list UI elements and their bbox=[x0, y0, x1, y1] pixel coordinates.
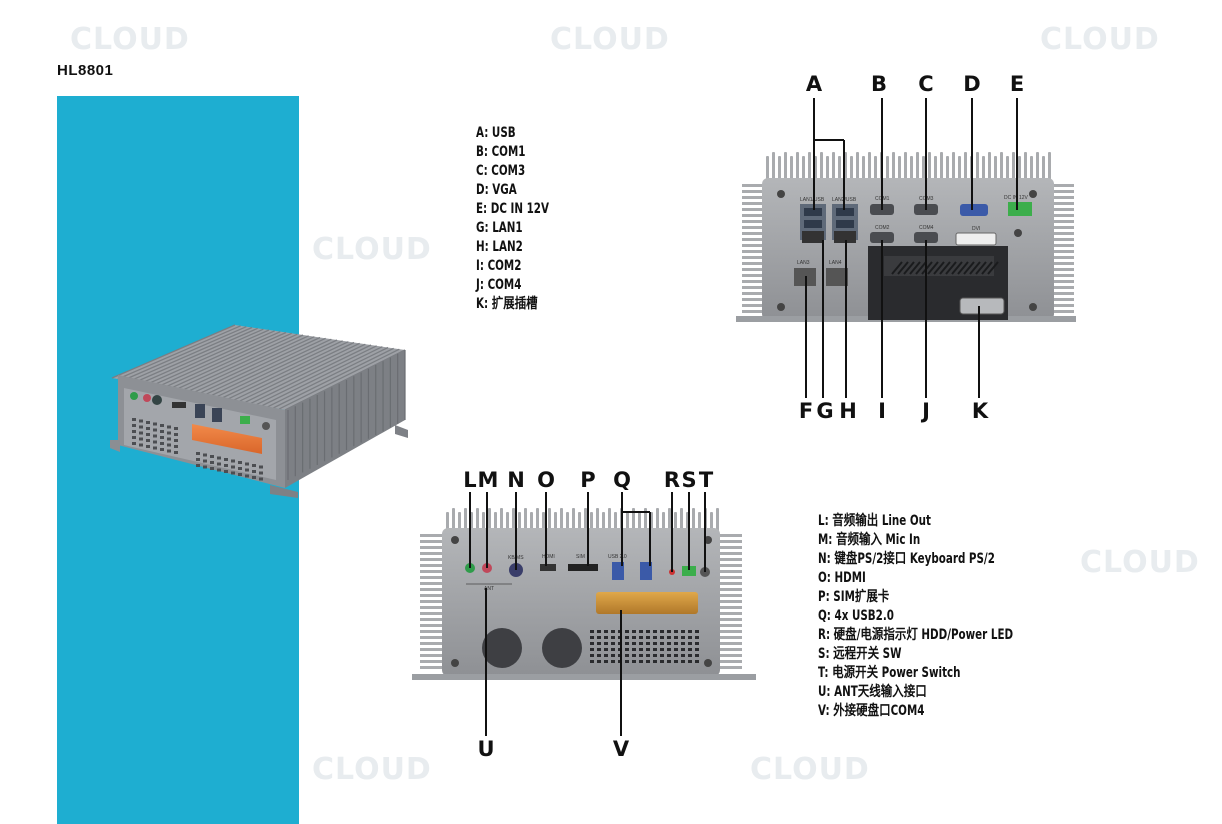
label-usb: USB 2.0 bbox=[608, 554, 627, 560]
legend-item: O: HDMI bbox=[818, 570, 866, 586]
letter-q: Q bbox=[613, 468, 631, 492]
legend-item: G: LAN1 bbox=[476, 220, 523, 236]
letter-t: T bbox=[699, 468, 714, 492]
legend-item: S: 远程开关 SW bbox=[818, 646, 902, 662]
letter-r: R bbox=[664, 468, 680, 492]
letter-e: E bbox=[1010, 72, 1024, 96]
watermark: CLOUD bbox=[312, 232, 432, 267]
legend-item: A: USB bbox=[476, 125, 516, 141]
watermark: CLOUD bbox=[550, 22, 670, 57]
legend-item: D: VGA bbox=[476, 182, 517, 198]
label-lan4: LAN4 bbox=[829, 260, 842, 266]
legend-item: Q: 4x USB2.0 bbox=[818, 608, 894, 624]
letter-b: B bbox=[871, 72, 887, 96]
letter-l: L bbox=[463, 468, 476, 492]
letter-m: M bbox=[478, 468, 499, 492]
product-photo bbox=[110, 324, 408, 498]
watermark: CLOUD bbox=[1040, 22, 1160, 57]
letter-v: V bbox=[613, 737, 630, 761]
legend-item: R: 硬盘/电源指示灯 HDD/Power LED bbox=[818, 627, 1014, 643]
label-ant: ANT bbox=[484, 586, 494, 592]
legend-item: I: COM2 bbox=[476, 258, 522, 274]
letter-n: N bbox=[507, 468, 525, 492]
watermark: CLOUD bbox=[70, 22, 190, 57]
label-com2: COM2 bbox=[875, 225, 890, 231]
legend-item: E: DC IN 12V bbox=[476, 201, 549, 217]
letter-a: A bbox=[806, 72, 823, 96]
legend-rear-panel: A: USB B: COM1 C: COM3 D: VGA E: DC IN 1… bbox=[476, 124, 549, 314]
label-sim: SIM bbox=[576, 554, 585, 560]
callout-lines-front bbox=[469, 492, 706, 736]
legend-item: B: COM1 bbox=[476, 144, 526, 160]
legend-item: K: 扩展插槽 bbox=[476, 296, 538, 312]
legend-item: N: 键盘PS/2接口 Keyboard PS/2 bbox=[818, 551, 995, 567]
legend-item: V: 外接硬盘口COM4 bbox=[818, 703, 925, 719]
legend-item: H: LAN2 bbox=[476, 239, 523, 255]
legend-item: J: COM4 bbox=[476, 277, 522, 293]
legend-item: P: SIM扩展卡 bbox=[818, 589, 890, 605]
letter-f: F bbox=[799, 399, 813, 423]
callout-lines-rear bbox=[805, 98, 1018, 398]
letter-s: S bbox=[681, 468, 696, 492]
rear-panel: LAN1/USB LAN2/USB COM1 COM3 COM2 COM4 DV… bbox=[736, 152, 1076, 322]
letter-h: H bbox=[839, 399, 857, 423]
watermark: CLOUD bbox=[1080, 545, 1200, 580]
letter-u: U bbox=[477, 737, 494, 761]
model-name: HL8801 bbox=[57, 62, 114, 79]
legend-item: C: COM3 bbox=[476, 163, 526, 179]
legend-item: U: ANT天线输入接口 bbox=[818, 684, 927, 700]
label-hdmi: HDMI bbox=[542, 554, 555, 560]
letter-c: C bbox=[918, 72, 933, 96]
letter-d: D bbox=[963, 72, 980, 96]
legend-item: L: 音频输出 Line Out bbox=[818, 513, 931, 529]
label-dvi: DVI bbox=[972, 226, 980, 232]
letter-o: O bbox=[537, 468, 555, 492]
legend-front-panel: L: 音频输出 Line Out M: 音频输入 Mic In N: 键盘PS/… bbox=[818, 512, 1013, 721]
legend-item: M: 音频输入 Mic In bbox=[818, 532, 921, 548]
legend-item: T: 电源开关 Power Switch bbox=[818, 665, 961, 681]
label-lan-usb-1: LAN1/USB bbox=[800, 197, 825, 203]
letter-j: J bbox=[920, 399, 930, 423]
letter-k: K bbox=[972, 399, 989, 423]
watermark: CLOUD bbox=[312, 752, 432, 787]
label-lan3: LAN3 bbox=[797, 260, 810, 266]
watermark: CLOUD bbox=[750, 752, 870, 787]
letter-g: G bbox=[816, 399, 833, 423]
letter-i: I bbox=[878, 399, 886, 423]
label-com4: COM4 bbox=[919, 225, 934, 231]
letter-p: P bbox=[580, 468, 595, 492]
callout-letters: A B C D E F G H I J K L M N O P Q R S T … bbox=[463, 72, 1024, 761]
